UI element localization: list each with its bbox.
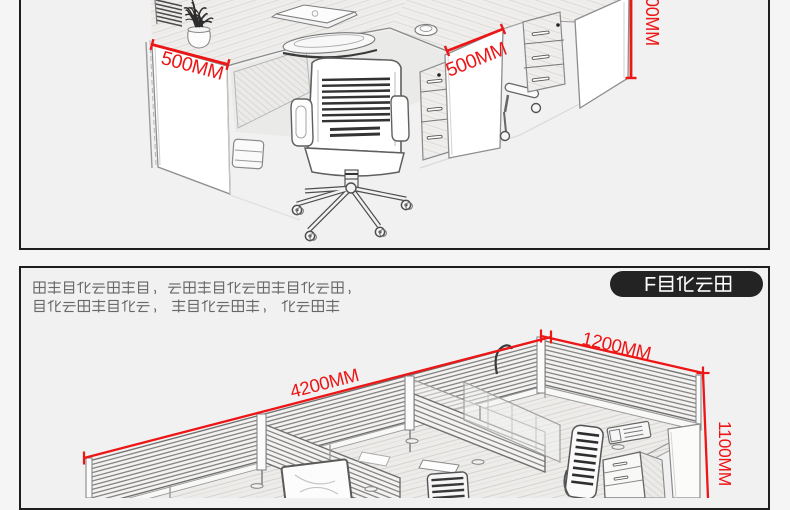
- svg-text:F: F: [644, 274, 656, 296]
- svg-text:00MM: 00MM: [642, 0, 662, 46]
- svg-text:1100MM: 1100MM: [715, 421, 735, 486]
